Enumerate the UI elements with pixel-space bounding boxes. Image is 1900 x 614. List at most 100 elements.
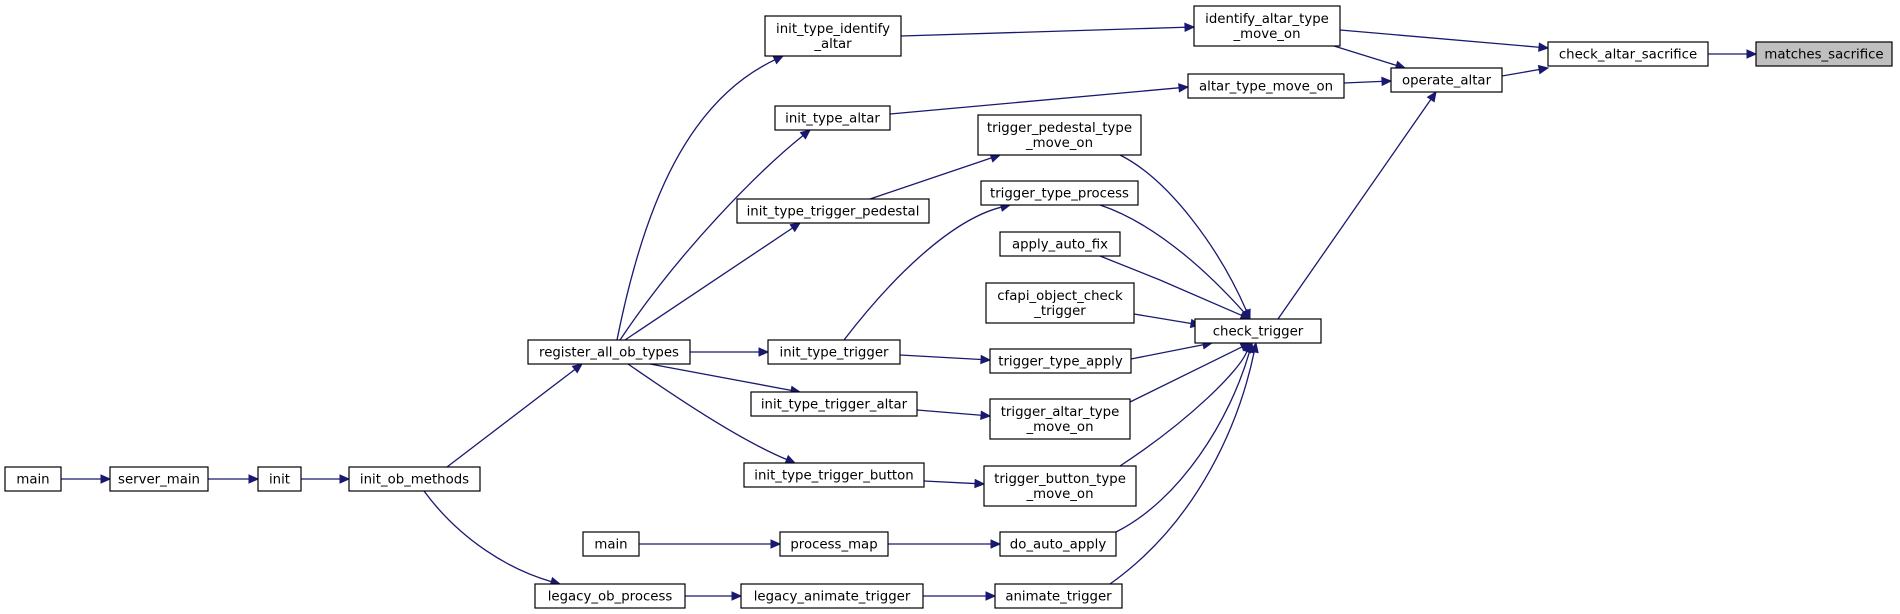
node-box: [1755, 41, 1893, 67]
node-box: [989, 398, 1131, 440]
node-box: [977, 114, 1142, 156]
node-label: cfapi_object_check: [997, 289, 1123, 304]
arrowhead-icon: [770, 539, 782, 549]
node-init-type-identify-altar[interactable]: init_type_identify_altar: [764, 15, 902, 57]
node-register-all-ob-types[interactable]: register_all_ob_types: [527, 339, 691, 365]
edge-init-type-trigger-altar-to-trigger-altar-type-move-on: [916, 409, 992, 420]
node-init-type-trigger-button[interactable]: init_type_trigger_button: [743, 462, 925, 488]
node-box: [527, 339, 691, 365]
edge-line: [1115, 351, 1251, 533]
edge-line: [619, 135, 804, 341]
node-label: server_main: [118, 473, 200, 488]
node-identify-altar-type-move-on[interactable]: identify_altar_type_move_on: [1193, 5, 1341, 47]
arrowhead-icon: [1426, 90, 1437, 103]
edge-line: [1129, 346, 1243, 403]
edge-legacy-animate-trigger-to-animate-trigger: [923, 591, 997, 601]
node-init-type-altar[interactable]: init_type_altar: [774, 105, 891, 131]
edge-line: [899, 354, 982, 361]
node-legacy-ob-process[interactable]: legacy_ob_process: [534, 583, 686, 609]
node-box: [774, 105, 891, 131]
node-label: main: [16, 473, 49, 488]
node-check-altar-sacrifice[interactable]: check_altar_sacrifice: [1547, 41, 1709, 67]
arrowhead-icon: [772, 55, 785, 65]
arrowhead-icon: [571, 363, 583, 374]
node-label: _move_on: [1026, 420, 1094, 435]
node-altar-type-move-on[interactable]: altar_type_move_on: [1187, 73, 1345, 99]
edge-line: [1333, 45, 1397, 66]
edge-init-ob-methods-to-register-all-ob-types: [446, 363, 583, 468]
edge-line: [649, 363, 792, 391]
node-init-type-trigger[interactable]: init_type_trigger: [767, 339, 901, 365]
node-operate-altar[interactable]: operate_altar: [1390, 67, 1503, 93]
edge-init-type-trigger-to-trigger-type-process: [843, 202, 1012, 341]
edge-trigger-button-type-move-on-to-check-trigger: [1119, 341, 1252, 467]
edge-main-2-to-process-map: [639, 539, 782, 549]
edge-init-type-trigger-to-trigger-type-apply: [899, 354, 992, 365]
arrowhead-icon: [339, 474, 351, 484]
node-label: main: [594, 538, 627, 553]
edge-register-all-ob-types-to-init-type-trigger: [690, 347, 770, 357]
node-label: check_altar_sacrifice: [1559, 48, 1697, 63]
node-process-map[interactable]: process_map: [779, 531, 889, 557]
node-box: [764, 15, 902, 57]
node-trigger-type-apply[interactable]: trigger_type_apply: [989, 348, 1132, 374]
edge-line: [1119, 351, 1248, 467]
node-legacy-animate-trigger[interactable]: legacy_animate_trigger: [740, 583, 924, 609]
edge-line: [627, 363, 787, 461]
node-box: [4, 466, 62, 492]
edge-init-type-trigger-pedestal-to-trigger-pedestal-type-move-on: [869, 153, 1002, 200]
node-init-type-trigger-pedestal[interactable]: init_type_trigger_pedestal: [736, 198, 930, 224]
arrowhead-icon: [758, 347, 770, 357]
node-main-2[interactable]: main: [582, 531, 640, 557]
edge-line: [1130, 344, 1204, 360]
node-animate-trigger[interactable]: animate_trigger: [994, 583, 1123, 609]
node-do-auto-apply[interactable]: do_auto_apply: [999, 531, 1117, 557]
node-box: [980, 180, 1139, 206]
edge-line: [1099, 255, 1242, 317]
node-trigger-type-process[interactable]: trigger_type_process: [980, 180, 1139, 206]
node-label: _move_on: [1026, 487, 1094, 502]
edge-line: [1119, 154, 1248, 312]
node-server-main[interactable]: server_main: [109, 466, 209, 492]
node-label: legacy_ob_process: [548, 590, 673, 605]
node-label: register_all_ob_types: [539, 346, 679, 361]
node-box: [534, 583, 686, 609]
node-box: [989, 348, 1132, 374]
edge-register-all-ob-types-to-init-type-altar: [619, 129, 811, 341]
node-label: _move_on: [1025, 136, 1093, 151]
node-box: [740, 583, 924, 609]
node-init-type-trigger-altar[interactable]: init_type_trigger_altar: [750, 391, 918, 417]
edge-line: [843, 206, 1002, 341]
node-label: init_type_trigger_pedestal: [747, 205, 920, 220]
edge-operate-altar-to-check-altar-sacrifice: [1501, 64, 1550, 77]
node-cfapi-object-check-trigger[interactable]: cfapi_object_check_trigger: [985, 282, 1135, 324]
edge-init-type-altar-to-altar-type-move-on: [889, 83, 1190, 115]
arrowhead-icon: [789, 222, 802, 233]
node-box: [348, 466, 481, 492]
arrowhead-icon: [974, 478, 986, 489]
node-box: [1187, 73, 1345, 99]
node-apply-auto-fix[interactable]: apply_auto_fix: [999, 231, 1121, 257]
node-init[interactable]: init: [257, 466, 302, 492]
edge-init-type-trigger-button-to-trigger-button-type-move-on: [923, 478, 986, 489]
node-matches-sacrifice[interactable]: matches_sacrifice: [1755, 41, 1893, 67]
arrowhead-icon: [980, 354, 992, 365]
node-label: trigger_type_process: [990, 187, 1129, 202]
edge-identify-altar-type-move-on-to-check-altar-sacrifice: [1339, 29, 1550, 52]
node-box: [994, 583, 1123, 609]
edge-line: [423, 490, 552, 583]
edge-init-to-init-ob-methods: [301, 474, 351, 484]
node-label: _altar: [813, 37, 852, 52]
node-init-ob-methods[interactable]: init_ob_methods: [348, 466, 481, 492]
edge-line: [1343, 80, 1383, 84]
node-main-1[interactable]: main: [4, 466, 62, 492]
node-trigger-altar-type-move-on[interactable]: trigger_altar_type_move_on: [989, 398, 1131, 440]
arrowhead-icon: [1184, 22, 1196, 33]
node-trigger-pedestal-type-move-on[interactable]: trigger_pedestal_type_move_on: [977, 114, 1142, 156]
edge-register-all-ob-types-to-init-type-identify-altar: [616, 55, 785, 341]
node-trigger-button-type-move-on[interactable]: trigger_button_type_move_on: [983, 465, 1137, 507]
node-check-trigger[interactable]: check_trigger: [1194, 318, 1322, 344]
arrowhead-icon: [1249, 341, 1259, 354]
arrowhead-icon: [731, 591, 743, 601]
